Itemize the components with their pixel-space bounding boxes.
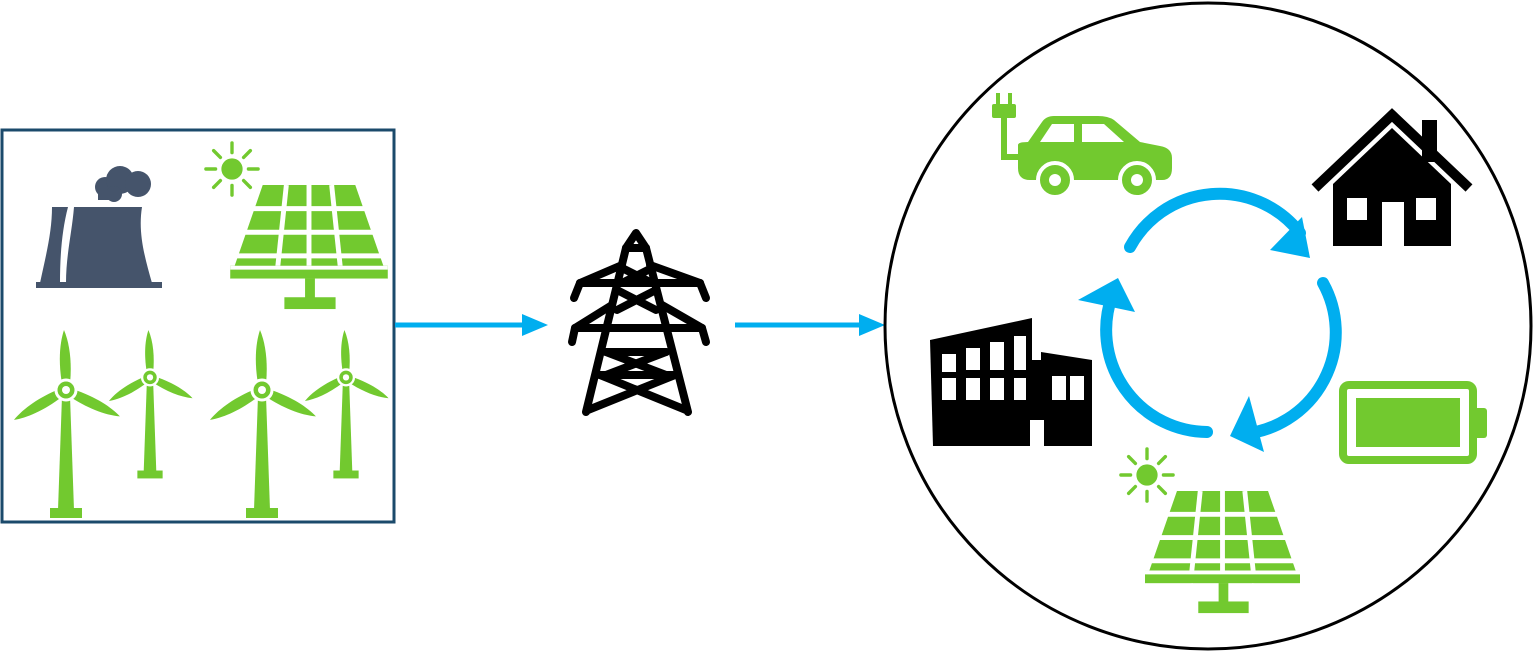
battery-icon [1339,381,1487,464]
house-icon [1311,108,1473,246]
cycle-arrows-icon [1078,187,1342,452]
transmission-tower-icon [568,229,710,416]
factory-icon [930,318,1092,446]
sun-icon [1119,447,1175,503]
power-plant-icon [36,166,162,288]
flow-arrow [735,314,885,336]
electric-car-icon [1018,116,1172,199]
generation-group [0,128,396,524]
flow-arrow [395,314,548,336]
local-community-group [883,1,1533,651]
sun-icon [204,141,260,197]
